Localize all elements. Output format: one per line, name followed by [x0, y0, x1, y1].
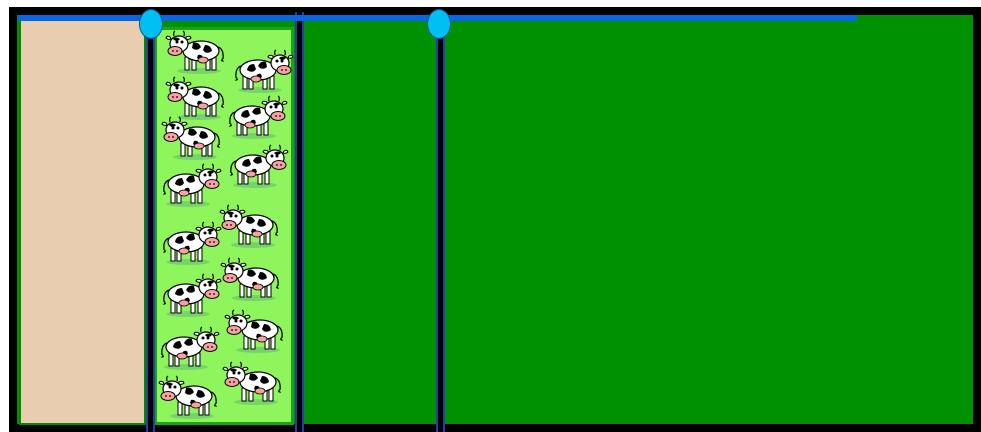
fence-post-1: [146, 12, 155, 432]
cow-icon: [227, 141, 289, 189]
cow-icon: [224, 306, 286, 354]
cow-icon: [161, 113, 223, 161]
fence-post-3: [436, 12, 445, 432]
cow-icon: [219, 201, 281, 249]
cow-icon: [226, 92, 288, 140]
cow-icon: [222, 358, 284, 406]
cow-icon: [220, 254, 282, 302]
fence-handle-2[interactable]: [427, 9, 451, 39]
fence-handle-1[interactable]: [139, 9, 163, 39]
cow-icon: [232, 46, 294, 94]
cow-icon: [160, 160, 222, 208]
cow-icon: [165, 27, 227, 75]
cow-icon: [160, 270, 222, 318]
barn-area: [19, 19, 146, 425]
cow-icon: [160, 218, 222, 266]
cow-icon: [158, 372, 220, 420]
cow-icon: [158, 323, 220, 371]
fence-post-2: [295, 12, 304, 432]
